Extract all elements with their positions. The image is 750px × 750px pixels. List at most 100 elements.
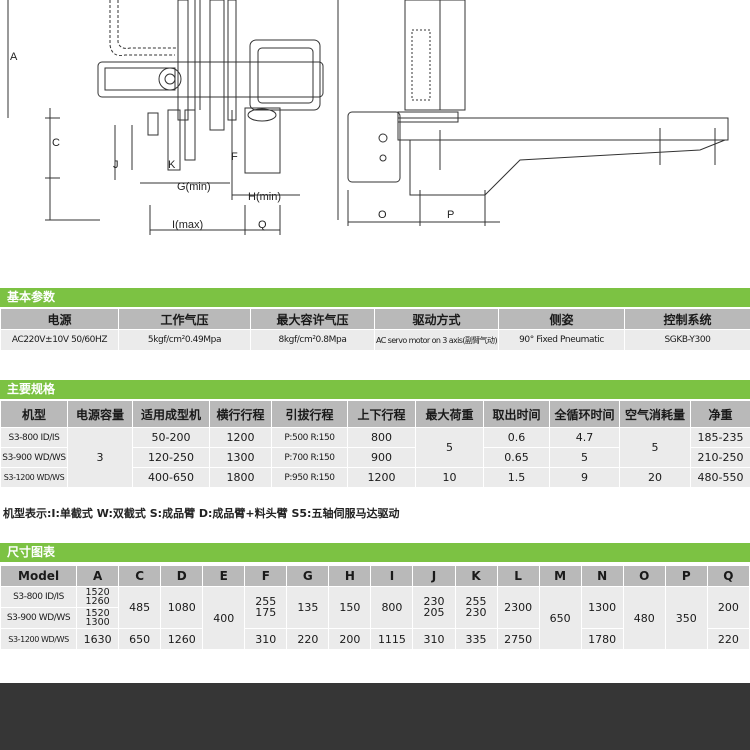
value-cell: 1200	[347, 467, 416, 488]
value-cell: 220	[286, 628, 330, 650]
value-cell: 5	[549, 447, 620, 468]
table-row: AC220V±10V 50/60HZ 5kgf/cm²0.49Mpa 8kgf/…	[0, 329, 750, 351]
load-cell: 5	[415, 427, 484, 468]
value-cell: 120-250	[132, 447, 210, 468]
header-cell: C	[118, 565, 162, 587]
section-title-basic: 基本参数	[0, 288, 750, 307]
header-cell: J	[412, 565, 456, 587]
header-cell: Model	[0, 565, 78, 587]
value-cell: 185-235	[690, 427, 750, 448]
header-cell: 驱动方式	[374, 308, 499, 330]
header-cell: 引拔行程	[271, 400, 348, 428]
table-header-row: 电源 工作气压 最大容许气压 驱动方式 侧姿 控制系统	[0, 308, 750, 330]
value-cell: 480	[622, 586, 666, 650]
header-cell: 机型	[0, 400, 68, 428]
value-cell: 400-650	[132, 467, 210, 488]
model-cell: S3-900 WD/WS	[0, 447, 68, 468]
dim-label-a: A	[10, 51, 18, 63]
value-cell: 2750	[496, 628, 540, 650]
value-cell: 10	[415, 467, 484, 488]
header-cell: 上下行程	[347, 400, 416, 428]
value-cell: 2300	[496, 586, 540, 629]
header-cell: N	[580, 565, 624, 587]
value-cell: 650	[118, 628, 162, 650]
header-cell: 空气消耗量	[619, 400, 691, 428]
value-cell: AC servo motor on 3 axis(副臂气动)	[374, 329, 499, 351]
model-cell: S3-800 ID/IS	[0, 427, 68, 448]
value-cell: 8kgf/cm²0.8Mpa	[250, 329, 375, 351]
header-cell: 净重	[690, 400, 750, 428]
value-cell: 9	[549, 467, 620, 488]
value-cell: 1200	[209, 427, 272, 448]
model-cell: S3-900 WD/WS	[0, 607, 78, 629]
value-cell: 1115	[370, 628, 414, 650]
dimension-drawing: A C J K F G(min) H(min) I(max) Q O P	[7, 0, 729, 235]
table-row: S3-1200 WD/WS 1630 650 1260 310 220 200 …	[0, 628, 750, 650]
dim-label-q: Q	[258, 219, 267, 231]
value-cell: 900	[347, 447, 416, 468]
model-cell: S3-1200 WD/WS	[0, 467, 68, 488]
value-cell: 135	[286, 586, 330, 629]
value-cell: 200	[706, 586, 750, 629]
dim-label-c: C	[52, 137, 60, 149]
value-top: 1520	[85, 607, 110, 619]
value-cell: 1.5	[483, 467, 550, 488]
header-cell: 电源容量	[67, 400, 133, 428]
header-cell: L	[496, 565, 540, 587]
dim-label-k: K	[168, 159, 176, 171]
header-cell: P	[664, 565, 708, 587]
header-cell: 工作气压	[118, 308, 251, 330]
header-cell: 横行行程	[209, 400, 272, 428]
header-cell: 全循环时间	[549, 400, 620, 428]
value-cell: 210-250	[690, 447, 750, 468]
value-cell: 310	[244, 628, 288, 650]
header-cell: 最大荷重	[415, 400, 484, 428]
value-cell: 150	[328, 586, 372, 629]
value-cell: 1300	[580, 586, 624, 629]
header-cell: 电源	[0, 308, 119, 330]
value-cell: 0.6	[483, 427, 550, 448]
header-cell: O	[622, 565, 666, 587]
dim-label-j: J	[113, 159, 119, 171]
value-top: 1520	[85, 586, 110, 598]
header-cell: 取出时间	[483, 400, 550, 428]
value-bottom: 205	[423, 606, 445, 619]
value-cell: 1630	[76, 628, 120, 650]
value-cell: AC220V±10V 50/60HZ	[0, 329, 119, 351]
value-cell: 1080	[160, 586, 204, 629]
header-cell: G	[286, 565, 330, 587]
air-cell: 5	[619, 427, 691, 468]
dim-label-g: G(min)	[177, 181, 211, 193]
model-cell: S3-1200 WD/WS	[0, 628, 78, 650]
dim-label-p: P	[447, 209, 454, 221]
value-cell: 5kgf/cm²0.49Mpa	[118, 329, 251, 351]
header-cell: 适用成型机	[132, 400, 210, 428]
model-notation-note: 机型表示:I:单截式 W:双截式 S:成品臂 D:成品臂+料头臂 S5:五轴伺服…	[3, 507, 400, 520]
value-bottom: 1300	[85, 616, 110, 628]
table-header-row: Model A C D E F G H I J K L M N O P Q	[0, 565, 750, 587]
footer-band	[0, 683, 750, 750]
specs-table: 机型 电源容量 适用成型机 横行行程 引拔行程 上下行程 最大荷重 取出时间 全…	[0, 400, 750, 488]
header-cell: A	[76, 565, 120, 587]
header-cell: K	[454, 565, 498, 587]
value-cell: P:500 R:150	[271, 427, 348, 448]
header-cell: D	[160, 565, 204, 587]
value-cell: 400	[202, 586, 246, 650]
value-bottom: 230	[465, 606, 487, 619]
value-top: 230	[423, 595, 445, 608]
dim-label-o: O	[378, 209, 387, 221]
dimension-table: Model A C D E F G H I J K L M N O P Q S3…	[0, 565, 750, 650]
header-cell: 侧姿	[498, 308, 625, 330]
value-cell: 1260	[160, 628, 204, 650]
value-cell: 1780	[580, 628, 624, 650]
header-cell: M	[538, 565, 582, 587]
value-bottom: 175	[255, 606, 277, 619]
header-cell: F	[244, 565, 288, 587]
value-bottom: 1260	[85, 595, 110, 607]
